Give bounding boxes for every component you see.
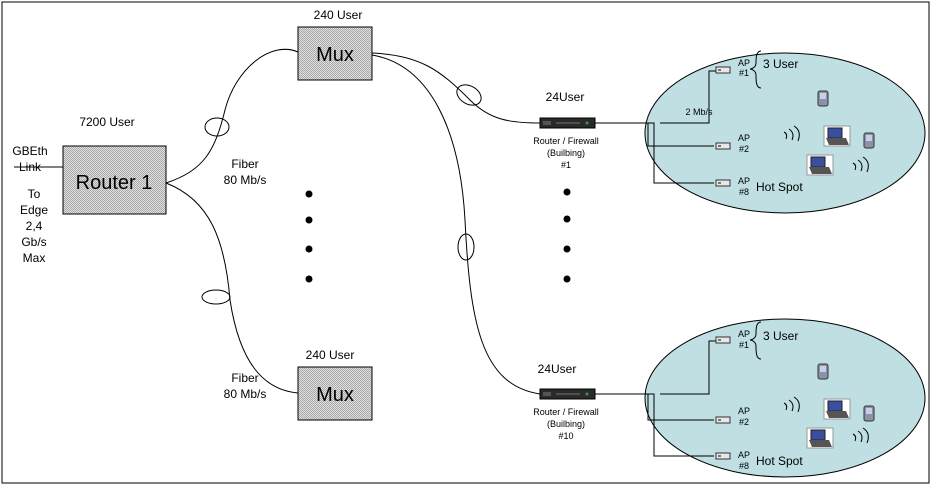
dot: [305, 216, 313, 224]
gbeth-label: GBEth: [12, 144, 47, 158]
dot: [563, 275, 571, 283]
fiber-loop-1: [204, 117, 230, 137]
edge-label-to: To: [28, 187, 41, 201]
access-point-icon: [715, 416, 731, 424]
fiber-top-label: Fiber: [231, 157, 258, 171]
router-1: Router 1 7200 User: [62, 115, 167, 215]
ap8-number: #8: [739, 187, 749, 197]
wifi-waves-icon: [783, 396, 800, 413]
building-top-caption-2: (Builbing): [547, 148, 585, 158]
mux-bottom-box: [297, 366, 373, 421]
ap1-label: AP: [738, 329, 750, 339]
router-firewall-device-icon: [539, 388, 596, 400]
router-1-user-label: 7200 User: [79, 115, 134, 129]
dot: [305, 190, 313, 198]
fiber-top-rate: 80 Mb/s: [224, 173, 267, 187]
building-top: 24User Router / Firewall (Builbing) #1 2…: [533, 50, 926, 214]
ap1-label: AP: [738, 58, 750, 68]
mux-top-name: Mux: [316, 44, 354, 66]
building-top-caption-1: Router / Firewall: [533, 136, 599, 146]
ap2-number: #2: [739, 144, 749, 154]
wifi-waves-icon: [852, 156, 869, 173]
ap8-label: AP: [738, 176, 750, 186]
access-point-icon: [715, 66, 731, 74]
mux-bottom-name: Mux: [316, 384, 354, 406]
mux-top-user-label: 240 User: [314, 8, 363, 22]
router-1-name: Router 1: [76, 172, 153, 194]
building-bottom-user-label: 24User: [538, 362, 577, 376]
building-bottom-caption-2: (Builbing): [547, 419, 585, 429]
building-bottom-hotspot-label: Hot Spot: [756, 454, 803, 468]
ap2-label: AP: [738, 406, 750, 416]
ap2-label: AP: [738, 133, 750, 143]
building-top-caption-3: #1: [561, 160, 571, 170]
access-point-icon: [715, 452, 731, 460]
access-point-icon: [715, 336, 731, 344]
mux-bottom: Mux 240 User: [297, 348, 373, 421]
laptop-icon: [823, 398, 851, 420]
access-point-icon: [715, 179, 731, 187]
laptop-icon: [806, 427, 834, 449]
dot: [563, 188, 571, 196]
building-bottom-caption-1: Router / Firewall: [533, 407, 599, 417]
fiber-mux-building-10: [371, 54, 541, 395]
fiber-loop-3: [456, 84, 482, 106]
ap1-number: #1: [739, 340, 749, 350]
fiber-router-mux-bottom: [165, 182, 299, 394]
router-firewall-device-icon: [539, 117, 596, 129]
users-brace: [749, 50, 762, 89]
fiber-links: [14, 48, 541, 395]
fiber-mux-building-1: [371, 52, 541, 124]
users-brace: [749, 321, 762, 360]
access-point-icon: [715, 142, 731, 150]
edge-label-rate: 2,4: [26, 219, 43, 233]
edge-label-max: Max: [23, 251, 46, 265]
continuation-dots: [305, 188, 571, 283]
pda-icon: [817, 363, 829, 380]
dot: [563, 245, 571, 253]
building-top-hotspot-label: Hot Spot: [756, 180, 803, 194]
laptop-icon: [806, 154, 834, 176]
router-1-box: [62, 145, 167, 215]
ap1-number: #1: [739, 68, 749, 78]
link-label: Link: [19, 160, 42, 174]
building-top-users: 3 User: [763, 57, 798, 71]
ap8-number: #8: [739, 461, 749, 471]
ap8-label: AP: [738, 450, 750, 460]
building-bottom-caption-3: #10: [558, 431, 573, 441]
pda-icon: [863, 405, 875, 422]
pda-icon: [817, 90, 829, 107]
mux-bottom-user-label: 240 User: [306, 348, 355, 362]
fiber-loop-2: [201, 289, 231, 305]
laptop-icon: [823, 125, 851, 147]
building-bottom-hotspot-area: [644, 318, 926, 478]
wifi-waves-icon: [852, 427, 869, 444]
building-top-user-label: 24User: [546, 90, 585, 104]
wifi-waves-icon: [783, 125, 800, 142]
dot: [305, 275, 313, 283]
pda-icon: [863, 132, 875, 149]
building-bottom: 24User Router / Firewall (Builbing) #10 …: [533, 318, 926, 478]
mux-top-box: [297, 26, 373, 81]
dot: [563, 215, 571, 223]
building-bottom-users: 3 User: [763, 329, 798, 343]
fiber-bottom-rate: 80 Mb/s: [224, 387, 267, 401]
edge-label-unit: Gb/s: [21, 235, 46, 249]
fiber-bottom-label: Fiber: [231, 371, 258, 385]
mux-top: Mux 240 User: [297, 8, 373, 81]
fiber-router-mux-top: [165, 48, 299, 184]
ap2-number: #2: [739, 417, 749, 427]
edge-label-edge: Edge: [20, 203, 48, 217]
fiber-loop-4: [457, 233, 475, 261]
dot: [305, 245, 313, 253]
building-top-link-rate: 2 Mb/s: [685, 107, 713, 117]
